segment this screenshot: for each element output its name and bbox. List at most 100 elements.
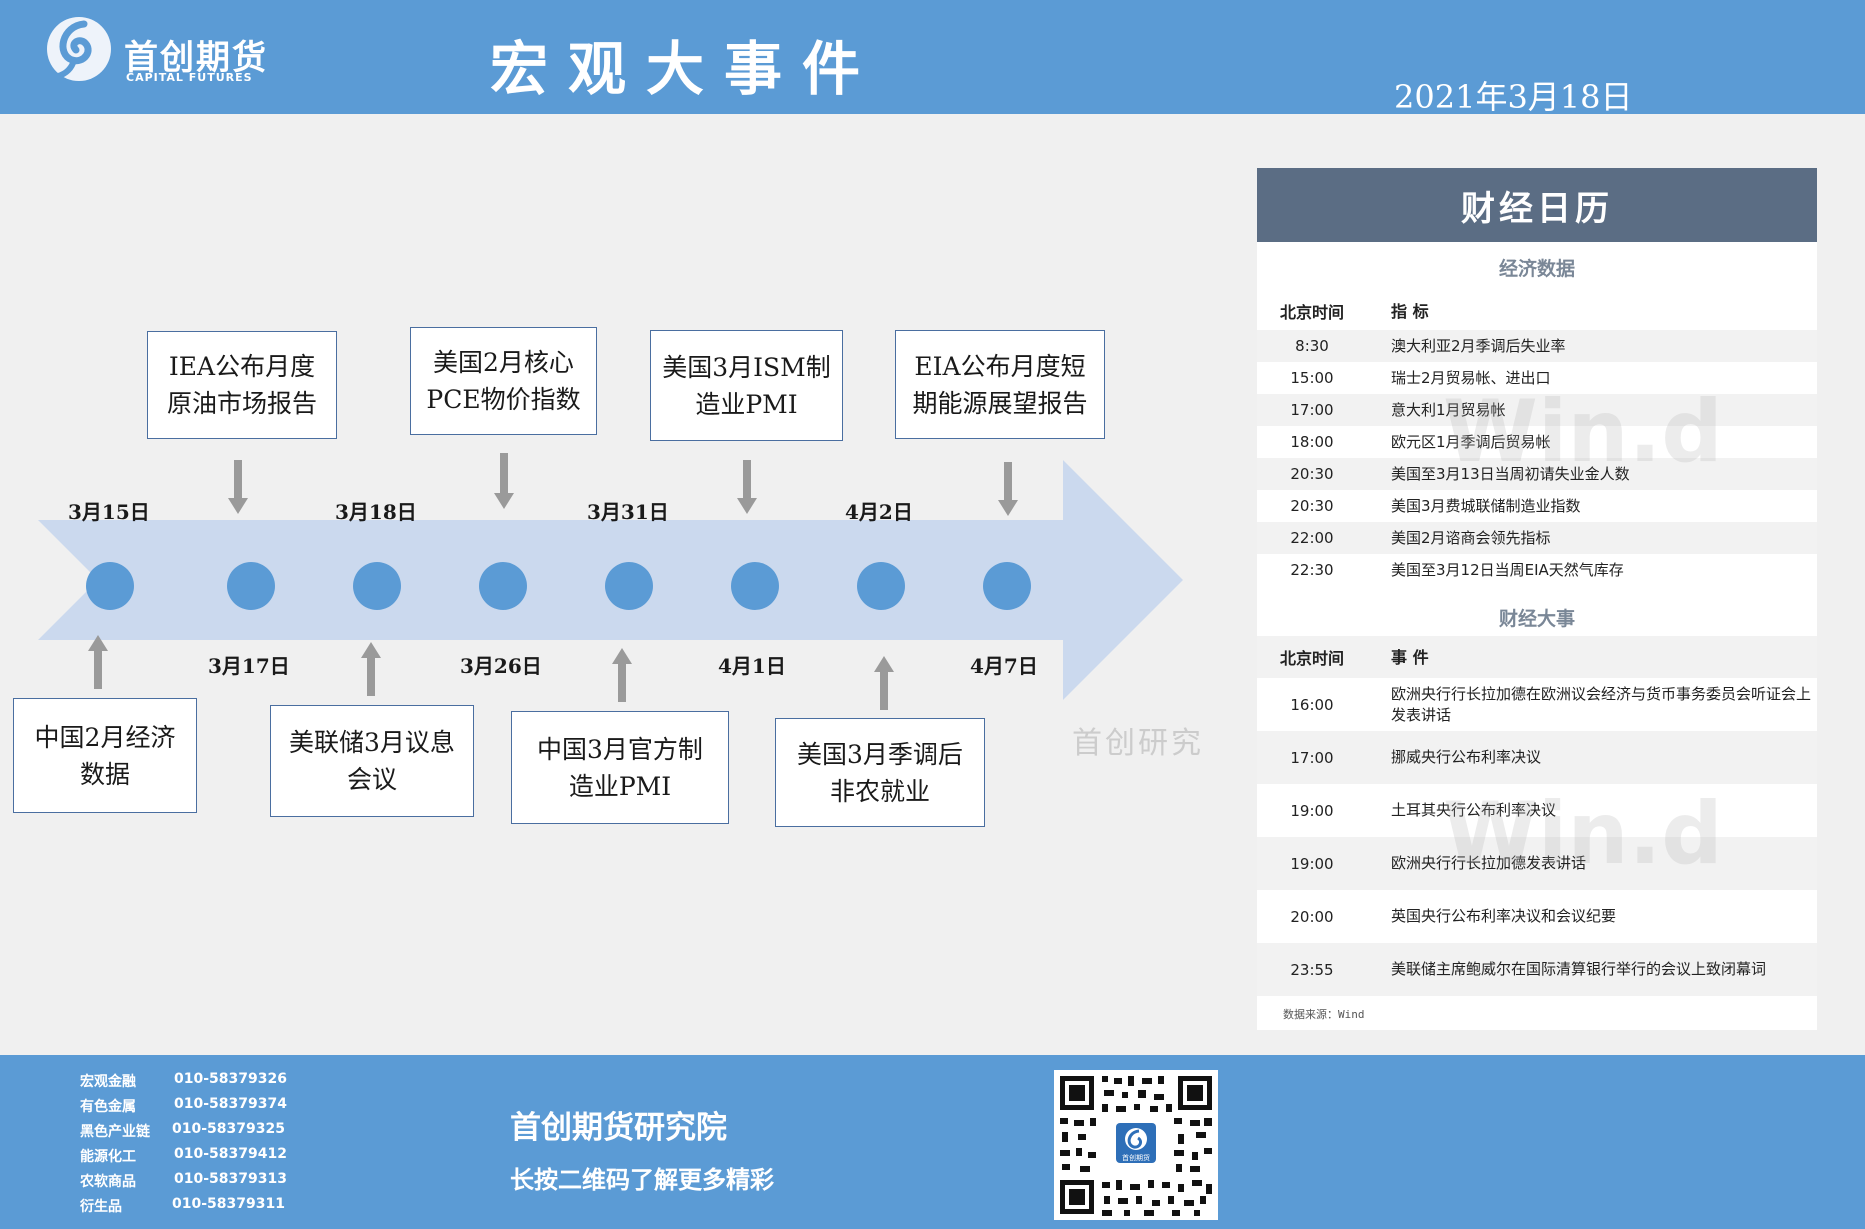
row-time: 22:30 [1290,561,1334,579]
event-line: 美联储3月议息 [289,728,455,757]
qr-code-icon[interactable]: 首创期货 [1054,1070,1218,1220]
timeline-date: 4月1日 [718,654,786,678]
events-table: 北京时间 事 件 16:00 欧洲央行行长拉加德在欧洲议会经济与货币事务委员会听证… [1257,636,1817,996]
timeline-date: 3月17日 [208,654,290,678]
event-line: 造业PMI [695,389,798,419]
table-row: 8:30 澳大利亚2月季调后失业率 [1257,330,1817,362]
econ-data-title: 经济数据 [1498,258,1575,280]
table-row: 20:00 英国央行公布利率决议和会议纪要 [1257,890,1817,943]
row-time: 15:00 [1290,369,1334,387]
contact-phone: 010-58379313 [174,1171,287,1187]
timeline-date: 3月15日 [68,500,150,524]
table-row: 17:00 意大利1月贸易帐 [1257,394,1817,426]
event-line: IEA公布月度 [168,352,316,381]
timeline-dot [983,562,1031,610]
contact-phone: 010-58379326 [174,1071,287,1087]
row-time: 23:55 [1290,960,1334,979]
event-line: 期能源展望报告 [912,388,1088,418]
timeline-dot [857,562,905,610]
contact-dept: 黑色产业链 [80,1124,150,1140]
arrow-down-icon [494,453,514,509]
event-line: 美国3月ISM制 [662,352,831,382]
arrow-down-icon [228,460,248,514]
timeline-dot [479,562,527,610]
data-source-note: 数据来源：Wind [1283,1008,1365,1021]
row-time: 20:00 [1290,907,1334,926]
arrow-down-icon [998,462,1018,516]
event-line: PCE物价指数 [426,385,581,414]
event-line: 数据 [79,759,130,789]
row-time: 17:00 [1290,401,1334,419]
row-item: 瑞士2月贸易帐、进出口 [1391,368,1551,387]
event-box-top: IEA公布月度原油市场报告 [147,331,337,439]
row-item: 美国3月费城联储制造业指数 [1391,496,1581,515]
contact-dept: 能源化工 [80,1149,136,1165]
event-line: 中国2月经济 [34,722,176,752]
table-row: 16:00 欧洲央行行长拉加德在欧洲议会经济与货币事务委员会听证会上发表讲话 [1257,678,1817,731]
row-item: 土耳其央行公布利率决议 [1391,801,1557,819]
event-box-bottom: 中国3月官方制造业PMI [511,711,729,824]
header-bar [0,0,1865,114]
row-time: 16:00 [1290,695,1334,714]
row-time: 8:30 [1295,337,1329,355]
event-box-top: 美国2月核心 PCE物价指数 [410,327,597,435]
timeline-dot [86,562,134,610]
arrow-up-icon [612,648,632,702]
event-box-top: 美国3月ISM制造业PMI [650,330,843,441]
table-row: 23:55 美联储主席鲍威尔在国际清算银行举行的会议上致闭幕词 [1257,943,1817,996]
header-item: 指 标 [1391,301,1429,321]
row-item: 挪威央行公布利率决议 [1391,748,1542,766]
page-date: 2021年3月18日 [1394,78,1633,116]
event-line: 美国2月核心 [433,348,574,377]
header-time: 北京时间 [1279,649,1344,668]
row-item: 欧洲央行行长拉加德在欧洲议会经济与货币事务委员会听证会上发表讲话 [1391,684,1812,724]
event-box-bottom: 美联储3月议息会议 [270,705,474,817]
arrow-up-icon [361,642,381,696]
event-line: 美国3月季调后 [797,739,963,769]
header-item: 事 件 [1391,647,1429,667]
row-item: 美国至3月12日当周EIA天然气库存 [1391,560,1624,579]
page-title: 宏观大事件 [490,35,881,103]
watermark-text: Win.d [1443,784,1723,884]
contact-dept: 有色金属 [80,1099,136,1115]
event-line: 会议 [346,765,397,794]
table-row: 15:00 瑞士2月贸易帐、进出口 [1257,362,1817,394]
table-row: 22:30 美国至3月12日当周EIA天然气库存 [1257,554,1817,586]
contact-phone: 010-58379325 [172,1121,285,1137]
row-time: 20:30 [1290,497,1334,515]
timeline-date: 4月2日 [845,500,913,524]
event-line: 中国3月官方制 [537,734,703,764]
contact-phone: 010-58379374 [174,1096,287,1112]
row-item: 欧洲央行行长拉加德发表讲话 [1391,854,1587,872]
contact-phone: 010-58379412 [174,1146,287,1162]
row-item: 美国至3月13日当周初请失业金人数 [1391,464,1630,483]
event-line: 原油市场报告 [166,389,317,418]
timeline-dot [353,562,401,610]
row-item: 英国央行公布利率决议和会议纪要 [1391,907,1617,925]
table-row: 20:30 美国至3月13日当周初请失业金人数 [1257,458,1817,490]
header-time: 北京时间 [1279,303,1344,322]
row-item: 澳大利亚2月季调后失业率 [1391,336,1566,355]
row-time: 20:30 [1290,465,1334,483]
table-header-row: 北京时间 指 标 [1257,292,1817,330]
timeline-dot [731,562,779,610]
event-line: 造业PMI [568,771,672,801]
contact-phone: 010-58379311 [172,1196,285,1212]
calendar-title: 财经日历 [1257,168,1817,242]
row-item: 意大利1月贸易帐 [1391,400,1506,419]
arrow-down-icon [737,460,757,514]
row-time: 18:00 [1290,433,1334,451]
row-item: 美联储主席鲍威尔在国际清算银行举行的会议上致闭幕词 [1391,960,1767,978]
logo-icon [47,17,111,81]
footer-slogan: 长按二维码了解更多精彩 [510,1166,774,1194]
timeline-date: 4月7日 [970,654,1038,678]
econ-data-table: 北京时间 指 标 8:30 澳大利亚2月季调后失业率 15:00 瑞士2月贸易帐、进… [1257,292,1817,586]
event-box-bottom: 美国3月季调后非农就业 [775,718,985,827]
events-title: 财经大事 [1498,608,1575,630]
contact-dept: 宏观金融 [80,1074,136,1090]
